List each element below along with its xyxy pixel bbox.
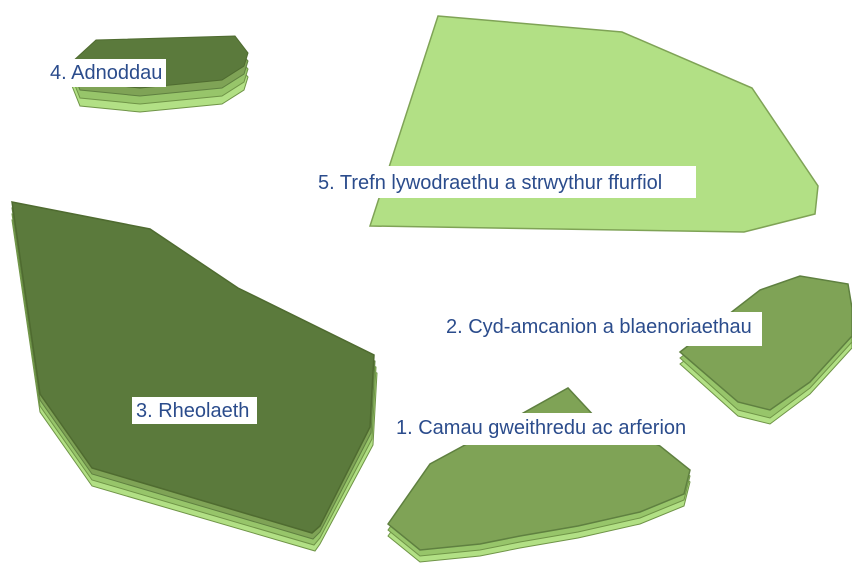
label-trefn: 5. Trefn lywodraethu a strwythur ffurfio… [312,166,696,198]
label-adnoddau: 4. Adnoddau [44,59,166,87]
shape-rheolaeth-top [12,202,374,533]
label-cyd-amcanion: 2. Cyd-amcanion a blaenoriaethau [440,312,762,346]
shape-cyd-amcanion[interactable] [680,276,852,424]
shape-trefn-top [370,16,818,232]
shape-trefn[interactable] [370,16,818,232]
label-rheolaeth: 3. Rheolaeth [132,397,257,424]
label-camau: 1. Camau gweithredu ac arferion [392,413,690,445]
shape-rheolaeth[interactable] [12,202,377,551]
